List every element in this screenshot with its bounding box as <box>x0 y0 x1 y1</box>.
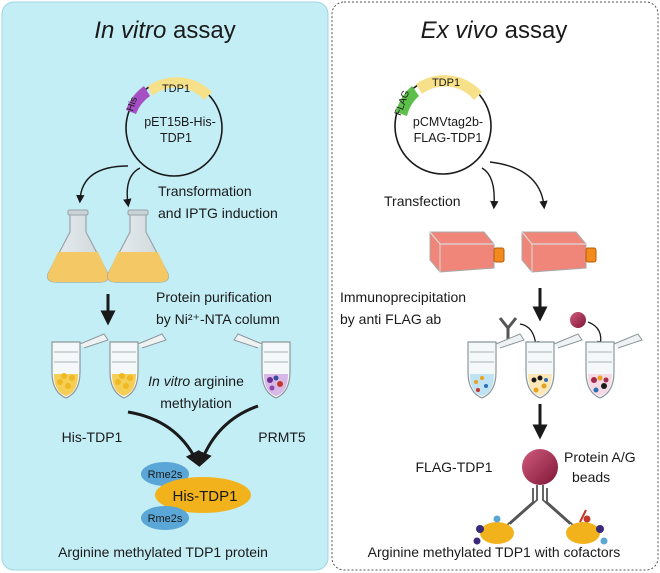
plasmid-right-name-line2: FLAG-TDP1 <box>414 131 483 145</box>
flag-tdp1-protein-left <box>480 522 514 544</box>
plasmid-name-line1: pET15B-His- <box>144 115 216 129</box>
tube-lysate <box>467 333 525 399</box>
transfection-label: Transfection <box>384 193 461 209</box>
split-arrow-left <box>76 165 129 204</box>
protein-ag-bead-icon <box>570 312 586 328</box>
rme2s-bottom-label: Rme2s <box>148 513 183 525</box>
split-arrow-right-panel-b <box>489 161 548 210</box>
ip-label-2: by anti FLAG ab <box>340 311 441 327</box>
in-vitro-panel-background <box>1 1 329 571</box>
tdp1-gene-tag-right <box>416 75 482 100</box>
ip-label-1: Immunoprecipitation <box>340 289 466 305</box>
cell-culture-flask-1 <box>429 231 505 273</box>
cell-culture-flask-2 <box>521 231 597 273</box>
merge-arrow-right <box>197 404 259 467</box>
plasmid-right-name-line1: pCMVtag2b- <box>413 115 483 129</box>
tdp1-gene-tag-label: TDP1 <box>162 83 190 95</box>
methylation-label-1: In vitro arginine <box>148 373 244 389</box>
in-vitro-panel: In vitro assay TDP1 His pET15B-His- TDP1… <box>1 1 329 571</box>
purification-label-2: by Ni²⁺-NTA column <box>156 311 280 327</box>
antibody-icon <box>498 317 518 340</box>
protein-ag-beads-label-1: Protein A/G <box>564 449 636 465</box>
culture-flask-1 <box>47 209 109 283</box>
flag-tdp1-label: FLAG-TDP1 <box>415 459 492 475</box>
tube-bead-bound <box>585 333 643 399</box>
protein-ag-bead <box>522 449 558 485</box>
tdp1-gene-tag-right-label: TDP1 <box>432 77 460 89</box>
his-tdp1-label: His-TDP1 <box>62 429 123 445</box>
his-tag <box>126 86 150 114</box>
methylation-label-2: methylation <box>160 395 232 411</box>
in-vitro-title: In vitro assay <box>94 17 235 44</box>
ex-vivo-caption: Arginine methylated TDP1 with cofactors <box>368 544 621 560</box>
ex-vivo-panel-background <box>331 1 659 571</box>
ex-vivo-title: Ex vivo assay <box>421 17 568 44</box>
pet15b-plasmid: TDP1 His pET15B-His- TDP1 <box>125 77 223 177</box>
transformation-label-2: and IPTG induction <box>158 205 278 221</box>
split-arrow-right-panel-a <box>481 167 499 210</box>
tdp1-gene-tag <box>148 77 212 100</box>
ex-vivo-panel: Ex vivo assay TDP1 FLAG pCMVtag2b- FLAG-… <box>331 1 659 571</box>
rme2s-bottom-oval <box>141 506 189 530</box>
prmt5-label: PRMT5 <box>258 429 306 445</box>
bead-complex <box>473 449 608 545</box>
protein-ag-beads-label-2: beads <box>572 469 610 485</box>
merge-arrow-left <box>127 410 200 467</box>
purification-label-1: Protein purification <box>156 289 272 305</box>
tube-prmt5 <box>233 333 291 399</box>
tube-his-tdp1-2 <box>109 333 167 399</box>
his-tdp1-protein-label: His-TDP1 <box>172 488 237 505</box>
in-vitro-caption: Arginine methylated TDP1 protein <box>58 544 268 560</box>
tube-antibody-bound <box>525 333 583 399</box>
split-arrow-right <box>123 167 141 208</box>
his-tag-label: His <box>125 96 140 113</box>
transformation-label-1: Transformation <box>158 183 252 199</box>
tube-his-tdp1-1 <box>51 333 109 399</box>
plasmid-name-line2: TDP1 <box>160 131 192 145</box>
methylated-protein: Rme2s His-TDP1 Rme2s <box>141 462 251 530</box>
flag-tag <box>396 86 419 116</box>
flag-tdp1-protein-right <box>566 522 600 544</box>
antibody-y-shape <box>505 485 575 527</box>
rme2s-top-label: Rme2s <box>148 469 183 481</box>
his-tdp1-protein-oval <box>155 477 251 513</box>
culture-flask-2 <box>107 209 169 283</box>
